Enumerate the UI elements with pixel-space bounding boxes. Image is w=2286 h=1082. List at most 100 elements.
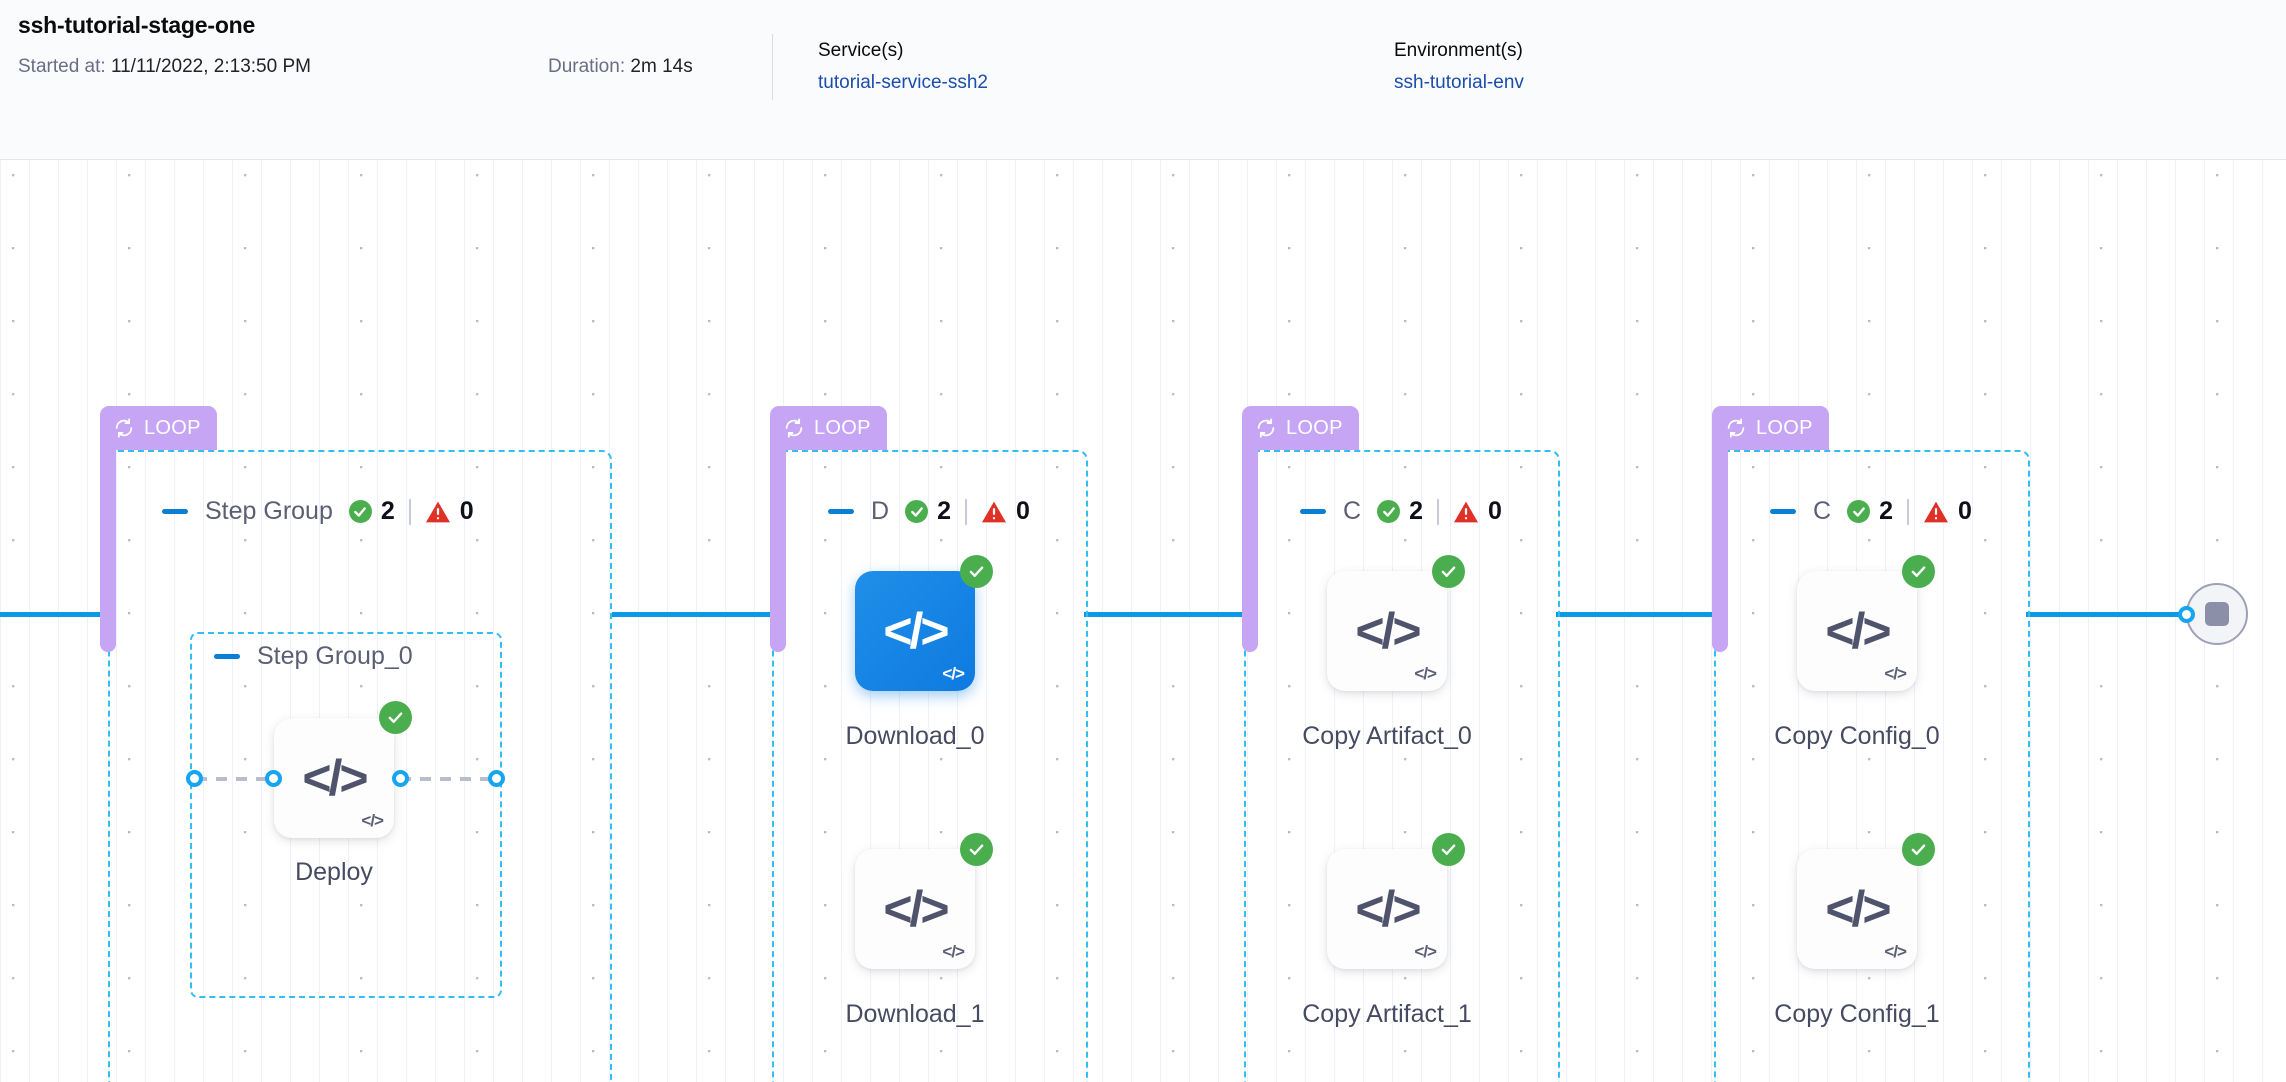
group-header-step-group: Step Group 2 0 — [162, 497, 474, 526]
node-label-deploy: Deploy — [295, 858, 373, 886]
group-counts-copy-artifact: 2 0 — [1377, 497, 1502, 526]
group-name-download: D — [871, 497, 890, 525]
node-status-copy-config-1 — [1902, 833, 1935, 866]
group-name-step-group: Step Group — [205, 497, 333, 525]
success-count-copy-config: 2 — [1847, 497, 1893, 526]
code-corner-icon: </> — [361, 811, 384, 830]
group-box-step-group[interactable] — [108, 450, 612, 1082]
node-copy-config-1[interactable]: </> </> — [1797, 849, 1917, 969]
loop-icon — [113, 417, 135, 439]
node-download-0[interactable]: </> </> — [855, 571, 975, 691]
success-check-icon — [1377, 500, 1401, 523]
loop-badge-1[interactable]: LOOP — [100, 406, 217, 450]
success-count-copy-artifact: 2 — [1377, 497, 1423, 526]
port-group-right-deploy[interactable] — [488, 770, 505, 787]
execution-header: ssh-tutorial-stage-one Started at: 11/11… — [0, 0, 2286, 160]
code-corner-icon: </> — [1414, 942, 1437, 961]
collapse-toggle-copy-artifact[interactable] — [1300, 509, 1326, 514]
success-check-icon — [1847, 500, 1871, 523]
group-box-copy-artifact[interactable] — [1244, 450, 1560, 1082]
node-copy-artifact-1[interactable]: </> </> — [1327, 849, 1447, 969]
group-box-download[interactable] — [772, 450, 1088, 1082]
loop-icon — [783, 417, 805, 439]
count-divider — [408, 498, 411, 525]
collapse-toggle-download[interactable] — [828, 509, 854, 514]
node-label-download-1: Download_1 — [845, 1000, 985, 1028]
node-label-copy-artifact-1: Copy Artifact_1 — [1302, 1000, 1472, 1028]
port-node-left-deploy[interactable] — [265, 770, 282, 787]
service-link[interactable]: tutorial-service-ssh2 — [818, 72, 988, 93]
node-status-copy-artifact-0 — [1432, 555, 1465, 588]
loop-badge-3[interactable]: LOOP — [1242, 406, 1359, 450]
success-count-step-group: 2 — [348, 497, 395, 526]
started-at: Started at: 11/11/2022, 2:13:50 PM — [18, 56, 311, 78]
node-label-copy-config-0: Copy Config_0 — [1774, 722, 1940, 750]
node-label-copy-config-1: Copy Config_1 — [1774, 1000, 1940, 1028]
port-connector-left-deploy — [196, 777, 274, 781]
collapse-toggle-step-group[interactable] — [162, 509, 188, 514]
node-status-download-0 — [960, 555, 993, 588]
success-count-value: 2 — [937, 497, 951, 525]
pipeline-canvas[interactable]: LOOP Step Group 2 0 Step Group_0 — [0, 160, 2286, 1082]
loop-spine-1 — [100, 430, 116, 652]
code-corner-icon: </> — [942, 664, 965, 683]
code-icon: </> — [883, 603, 949, 659]
code-corner-icon: </> — [1884, 664, 1907, 683]
environments-label: Environment(s) — [1394, 40, 1523, 61]
node-copy-artifact-0[interactable]: </> </> — [1327, 571, 1447, 691]
node-deploy[interactable]: </> </> — [274, 718, 394, 838]
group-box-copy-config[interactable] — [1714, 450, 2030, 1082]
collapse-toggle-step-group-0[interactable] — [214, 654, 240, 659]
environments-column: Environment(s) ssh-tutorial-env — [1394, 40, 1524, 94]
code-corner-icon: </> — [942, 942, 965, 961]
error-count-copy-config: 0 — [1923, 497, 1972, 526]
success-count-value: 2 — [1409, 497, 1423, 525]
count-divider — [964, 498, 967, 525]
node-status-download-1 — [960, 833, 993, 866]
node-download-1[interactable]: </> </> — [855, 849, 975, 969]
success-check-icon — [905, 500, 929, 523]
group-header-download: D 2 0 — [828, 497, 1030, 526]
node-status-copy-artifact-1 — [1432, 833, 1465, 866]
loop-badge-2[interactable]: LOOP — [770, 406, 887, 450]
error-count-copy-artifact: 0 — [1453, 497, 1502, 526]
collapse-toggle-copy-config[interactable] — [1770, 509, 1796, 514]
started-at-label: Started at: — [18, 56, 106, 77]
port-end-node[interactable] — [2178, 606, 2195, 623]
port-node-right-deploy[interactable] — [392, 770, 409, 787]
services-column: Service(s) tutorial-service-ssh2 — [818, 40, 988, 94]
flow-line-start — [0, 612, 112, 617]
warning-triangle-icon — [981, 500, 1007, 524]
node-status-copy-config-0 — [1902, 555, 1935, 588]
code-icon: </> — [1355, 881, 1421, 937]
group-counts-step-group: 2 0 — [348, 497, 474, 526]
group-name-copy-config: C — [1813, 497, 1832, 525]
count-divider — [1906, 498, 1909, 525]
code-icon: </> — [1355, 603, 1421, 659]
duration: Duration: 2m 14s — [548, 56, 693, 78]
loop-icon — [1725, 417, 1747, 439]
subgroup-box-step-group-0[interactable] — [190, 632, 502, 998]
flow-line-1 — [612, 612, 772, 617]
code-icon: </> — [883, 881, 949, 937]
loop-badge-label: LOOP — [144, 416, 201, 439]
end-node[interactable] — [2186, 583, 2248, 645]
warning-triangle-icon — [1453, 500, 1479, 524]
started-at-value: 11/11/2022, 2:13:50 PM — [110, 56, 311, 77]
error-count-value: 0 — [459, 497, 474, 525]
node-copy-config-0[interactable]: </> </> — [1797, 571, 1917, 691]
duration-label: Duration: — [548, 56, 626, 77]
error-count-value: 0 — [1015, 497, 1030, 525]
loop-badge-label: LOOP — [1286, 416, 1343, 439]
duration-value: 2m 14s — [630, 56, 693, 77]
loop-spine-4 — [1712, 430, 1728, 652]
success-count-value: 2 — [1879, 497, 1893, 525]
port-group-left-deploy[interactable] — [186, 770, 203, 787]
group-header-step-group-0: Step Group_0 — [214, 642, 429, 671]
loop-badge-4[interactable]: LOOP — [1712, 406, 1829, 450]
environment-link[interactable]: ssh-tutorial-env — [1394, 72, 1524, 93]
success-check-icon — [348, 500, 372, 523]
warning-triangle-icon — [1923, 500, 1949, 524]
code-icon: </> — [1825, 603, 1891, 659]
group-header-copy-artifact: C 2 0 — [1300, 497, 1502, 526]
